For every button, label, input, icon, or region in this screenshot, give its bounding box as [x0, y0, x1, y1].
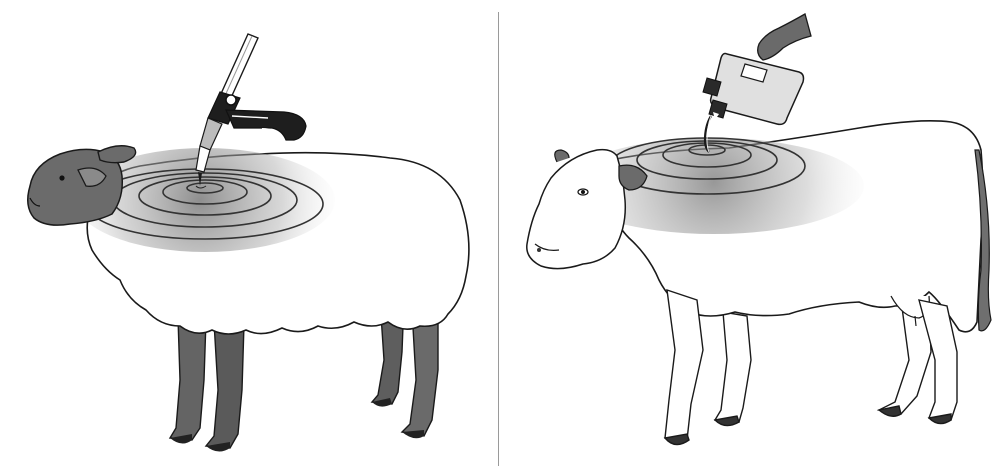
sheep-illustration: [0, 0, 498, 466]
cow-far-legs: [715, 300, 931, 426]
pour-on-bottle: [703, 14, 811, 152]
cow-panel: [499, 0, 996, 466]
cow-illustration: [499, 0, 996, 466]
sheep-front-legs: [170, 318, 244, 452]
sheep-panel: [0, 0, 498, 466]
